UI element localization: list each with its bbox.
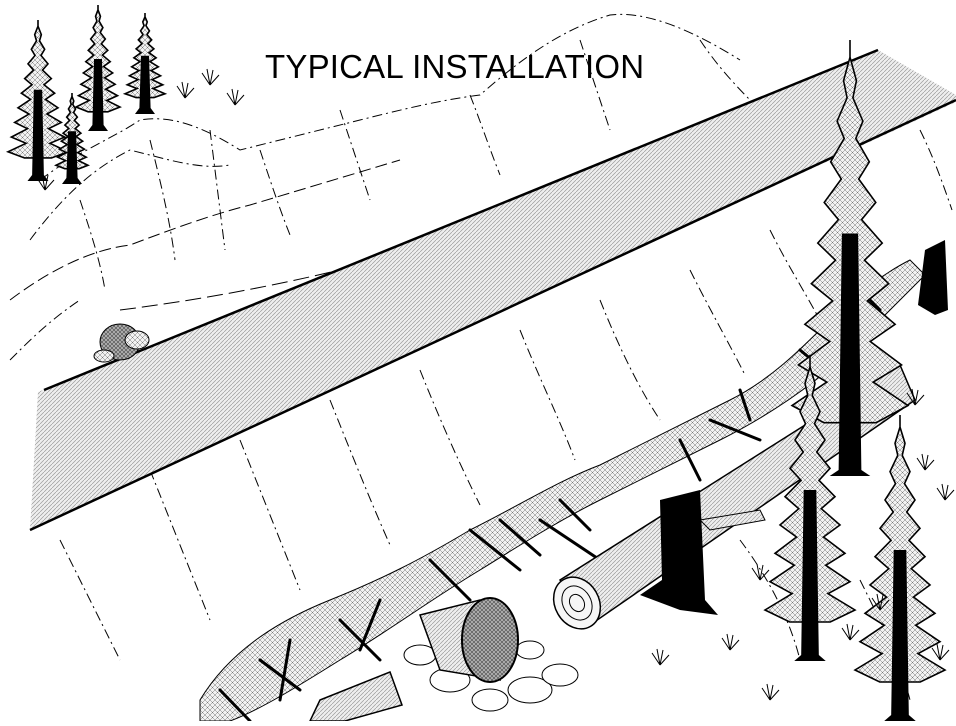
grass-tuft-icon: [936, 483, 955, 501]
log-lower: [308, 671, 403, 722]
trees: [5, 5, 947, 721]
rock-icon: [93, 323, 150, 363]
conifer-tree-icon: [853, 415, 947, 721]
conifer-tree-icon: [763, 355, 857, 661]
conifer-tree-icon: [74, 5, 122, 131]
grass-tuft-icon: [906, 388, 925, 406]
grass-tuft-icon: [761, 683, 780, 701]
grass-tuft-icon: [931, 643, 950, 661]
road: [29, 48, 956, 532]
grass-tuft-icon: [36, 173, 55, 191]
slash-debris-icon: [199, 259, 926, 723]
grass-tuft-icon: [916, 453, 935, 471]
conifer-tree-icon: [5, 20, 71, 181]
grass-tuft-icon: [721, 633, 740, 651]
conifer-tree-icon: [53, 93, 91, 184]
grass-tuft-icon: [871, 593, 890, 611]
grass-tuft-icon: [751, 563, 770, 581]
grass-tufts: [36, 68, 955, 701]
grass-tuft-icon: [201, 68, 220, 86]
grass-tuft-icon: [226, 88, 245, 106]
conifer-tree-icon: [790, 40, 910, 476]
grass-tuft-icon: [841, 623, 860, 641]
grass-tuft-icon: [651, 648, 670, 666]
stump-icon: [640, 240, 948, 615]
grass-tuft-icon: [176, 81, 195, 99]
log-round: [419, 597, 519, 683]
log-icon: [552, 363, 916, 630]
conifer-tree-icon: [122, 13, 168, 114]
diagram-title: TYPICAL INSTALLATION: [265, 48, 645, 85]
